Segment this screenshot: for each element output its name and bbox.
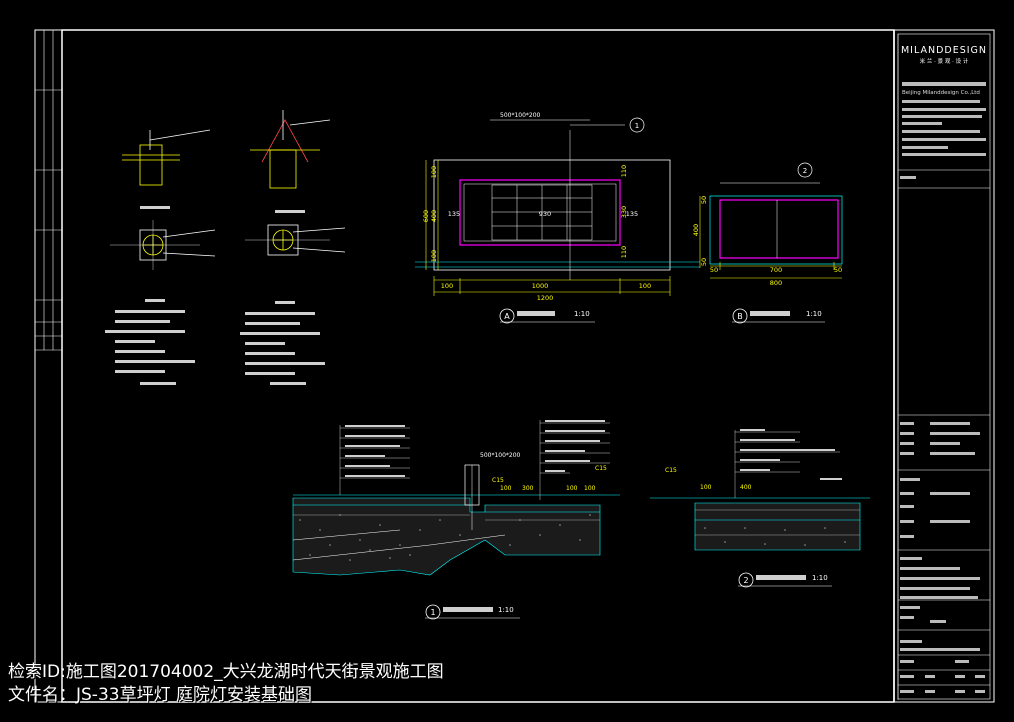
- section-2-scale: 1:10: [812, 574, 828, 582]
- dim-a-330: 330: [620, 206, 628, 218]
- dim-a-100-left: 100: [441, 282, 453, 290]
- callout-1: 1: [635, 122, 639, 130]
- dim-a-100-right: 100: [639, 282, 651, 290]
- section-1-paving: 500*100*200 100 300 100 100 C15 C15: [292, 420, 620, 576]
- detail-a-plan: [415, 117, 700, 296]
- note-a-block-size: 500*100*200: [500, 112, 541, 119]
- sec1-dim-100-a: 100: [500, 485, 512, 492]
- dim-a-135-left: 135: [448, 210, 460, 218]
- detail-a-title: A 1:10: [499, 308, 595, 324]
- dim-a-930: 930: [539, 210, 551, 218]
- dim-b-700: 700: [770, 266, 782, 274]
- section-1-title: 1 1:10: [425, 604, 520, 620]
- dim-a-110-bot: 110: [620, 246, 628, 258]
- dim-a-600: 600: [422, 210, 430, 222]
- section-2-title: 2 1:10: [738, 572, 832, 588]
- dim-b-800: 800: [770, 279, 782, 287]
- section-2-marker: 2: [743, 576, 748, 585]
- sec2-dim-100: 100: [700, 484, 712, 491]
- sec2-c15: C15: [665, 467, 677, 474]
- sec1-c15-left: C15: [492, 477, 504, 484]
- dim-a-400: 400: [430, 210, 438, 222]
- detail-a-marker: A: [504, 312, 510, 321]
- sec1-dim-100-b: 100: [566, 485, 578, 492]
- callout-2: 2: [803, 167, 807, 175]
- detail-b-plan: [699, 162, 843, 279]
- detail-b-scale: 1:10: [806, 310, 822, 318]
- construction-notes: [105, 206, 325, 385]
- section-1-marker: 1: [430, 608, 435, 617]
- detail-a-scale: 1:10: [574, 310, 590, 318]
- dim-b-50-bot: 50: [700, 258, 708, 266]
- section-2-paving: C15 100 400: [650, 429, 870, 551]
- sec1-dim-100-c: 100: [584, 485, 596, 492]
- detail-lawn-lamp-foundation: [110, 129, 216, 270]
- watermark-search-id: 检索ID:施工图201704002_大兴龙湖时代天街景观施工图: [8, 662, 444, 682]
- dim-a-1200: 1200: [537, 294, 554, 302]
- brand-name: MILANDDESIGN: [901, 45, 987, 56]
- title-block: MILANDDESIGN 米 兰 · 景 观 · 设 计 Beijing Mil…: [893, 30, 991, 702]
- dim-a-110-top: 110: [620, 165, 628, 177]
- left-binding-strip: [35, 30, 62, 351]
- sec1-block-note: 500*100*200: [480, 452, 521, 459]
- dim-b-50-left: 50: [710, 266, 718, 274]
- watermark-file-name: 文件名：JS-33草坪灯 庭院灯安装基础图: [8, 685, 312, 705]
- dim-b-50-right: 50: [834, 266, 842, 274]
- dim-b-50-top: 50: [700, 196, 708, 204]
- sec2-dim-400: 400: [740, 484, 752, 491]
- detail-b-marker: B: [737, 312, 743, 321]
- brand-logo: MILANDDESIGN 米 兰 · 景 观 · 设 计: [901, 45, 987, 65]
- brand-tagline: 米 兰 · 景 观 · 设 计: [920, 57, 969, 65]
- detail-garden-lamp-foundation: [245, 110, 346, 256]
- company-english-name: Beijing Milanddesign Co.,Ltd: [902, 90, 980, 96]
- dim-b-400: 400: [692, 224, 700, 236]
- dim-a-135-right: 135: [626, 210, 638, 218]
- detail-b-dimensions: 800 700 50 50 400 50 50: [692, 196, 842, 287]
- dim-a-1000: 1000: [532, 282, 549, 290]
- sec1-c15-right: C15: [595, 465, 607, 472]
- detail-a-dimensions: 1200 1000 100 100 135 930 135 600 400 10…: [422, 112, 651, 302]
- section-1-scale: 1:10: [498, 606, 514, 614]
- dim-a-100-top: 100: [430, 166, 438, 178]
- dim-a-100-bot: 100: [430, 250, 438, 262]
- detail-b-title: B 1:10: [732, 308, 825, 324]
- sec1-dim-300: 300: [522, 485, 534, 492]
